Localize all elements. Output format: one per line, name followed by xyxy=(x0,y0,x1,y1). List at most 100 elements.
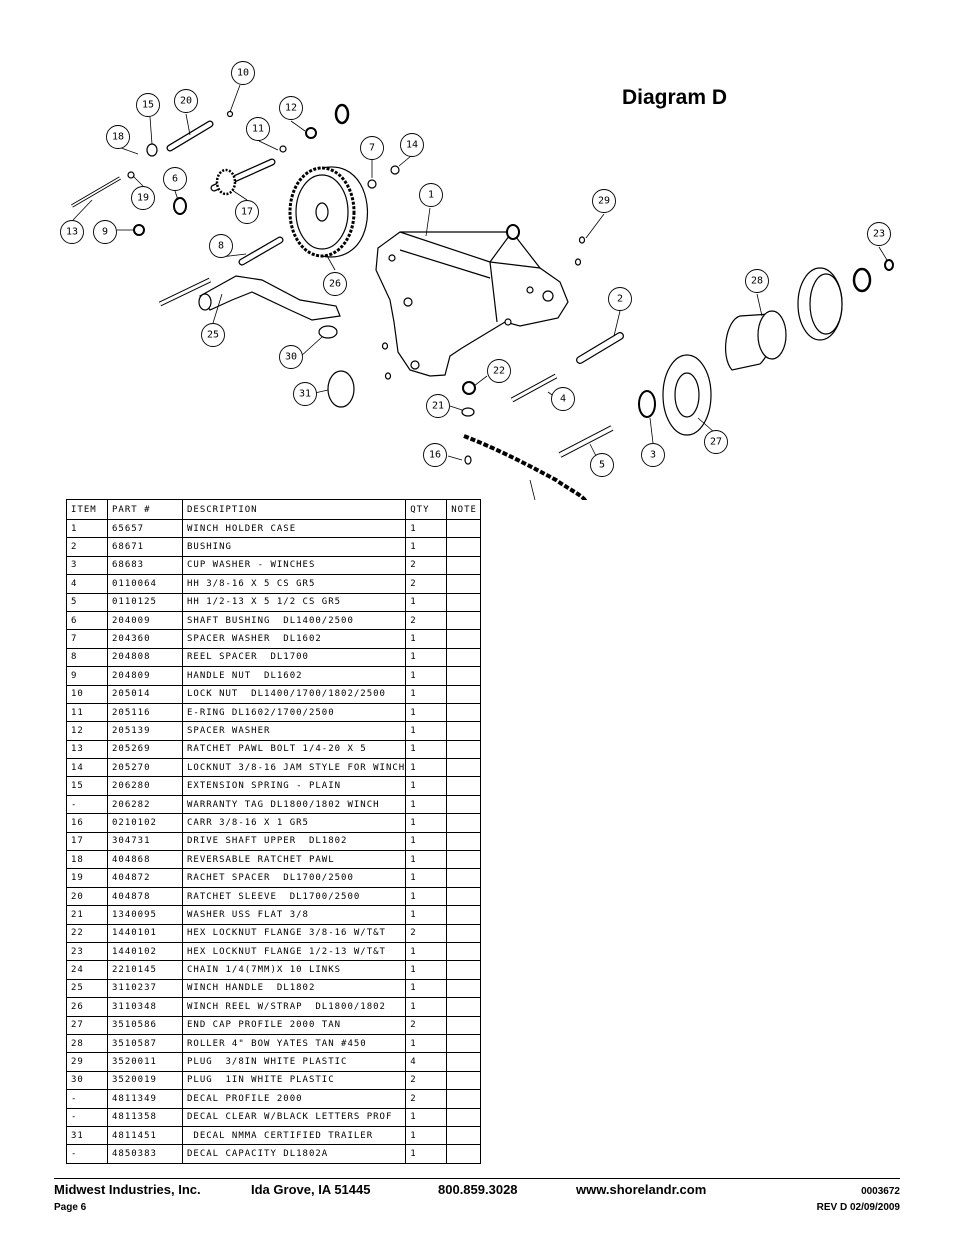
cell-part-number: 204809 xyxy=(107,666,183,686)
cell-qty: 2 xyxy=(405,610,448,631)
header-note: NOTE xyxy=(446,499,482,520)
cell-part-number: 0110064 xyxy=(107,574,183,594)
cell-qty: 1 xyxy=(405,831,448,852)
cell-qty: 2 xyxy=(405,1070,448,1091)
cell-qty: 1 xyxy=(405,886,448,907)
callout-13: 13 xyxy=(66,227,78,238)
cell-note xyxy=(446,1144,482,1164)
cell-part-number: 2210145 xyxy=(107,960,183,980)
cell-item: 6 xyxy=(66,610,108,631)
cell-part-number: 1440102 xyxy=(107,941,183,962)
exploded-parts-diagram: 1 2 3 4 5 6 7 8 9 10 11 12 13 14 15 16 1… xyxy=(60,61,894,500)
cell-item: 19 xyxy=(66,868,108,888)
callout-30: 30 xyxy=(285,352,297,363)
cell-description: WINCH HOLDER CASE xyxy=(181,518,407,539)
cell-qty: 1 xyxy=(405,868,448,888)
callout-10: 10 xyxy=(237,68,249,79)
callout-12: 12 xyxy=(285,103,297,114)
cell-qty: 1 xyxy=(405,537,448,557)
cell-qty: 1 xyxy=(405,850,448,870)
cell-part-number: 3110348 xyxy=(107,997,183,1017)
cell-qty: 1 xyxy=(405,1107,448,1127)
cell-description: EXTENSION SPRING - PLAIN xyxy=(181,776,407,796)
cell-note xyxy=(446,592,482,612)
cell-item: 25 xyxy=(66,978,108,999)
cell-note xyxy=(446,739,482,760)
footer-website[interactable]: www.shorelandr.com xyxy=(576,1182,707,1197)
cell-part-number: 205269 xyxy=(107,739,183,760)
cell-part-number: 4811451 xyxy=(107,1125,183,1146)
cell-part-number: 0110125 xyxy=(107,592,183,612)
cell-description: PLUG 1IN WHITE PLASTIC xyxy=(181,1070,407,1091)
callout-4: 4 xyxy=(560,394,566,405)
cell-item: - xyxy=(66,1089,108,1109)
cell-description: CUP WASHER - WINCHES xyxy=(181,555,407,576)
cell-part-number: 68683 xyxy=(107,555,183,576)
header-description: DESCRIPTION xyxy=(181,499,407,520)
header-item: ITEM xyxy=(66,499,108,520)
callout-14: 14 xyxy=(406,140,418,151)
cell-note xyxy=(446,666,482,686)
cell-note xyxy=(446,1015,482,1035)
cell-description: END CAP PROFILE 2000 TAN xyxy=(181,1015,407,1035)
cell-description: DECAL CLEAR W/BLACK LETTERS PROF xyxy=(181,1107,407,1127)
cell-qty: 1 xyxy=(405,978,448,999)
cell-item: 28 xyxy=(66,1033,108,1054)
cell-part-number: 1440101 xyxy=(107,923,183,943)
cell-item: 3 xyxy=(66,555,108,576)
callout-17: 17 xyxy=(241,207,253,218)
cell-item: 23 xyxy=(66,941,108,962)
cell-qty: 1 xyxy=(405,997,448,1017)
cell-qty: 1 xyxy=(405,518,448,539)
cell-description: HEX LOCKNUT FLANGE 3/8-16 W/T&T xyxy=(181,923,407,943)
cell-note xyxy=(446,997,482,1017)
cell-description: REVERSABLE RATCHET PAWL xyxy=(181,850,407,870)
cell-description: BUSHING xyxy=(181,537,407,557)
callout-3: 3 xyxy=(650,450,656,461)
cell-note xyxy=(446,1052,482,1072)
cell-item: 1 xyxy=(66,518,108,539)
footer-doc-number: 0003672 xyxy=(861,1186,900,1197)
cell-note xyxy=(446,647,482,668)
cell-description: DECAL CAPACITY DL1802A xyxy=(181,1144,407,1164)
cell-qty: 2 xyxy=(405,555,448,576)
callout-11: 11 xyxy=(252,124,264,135)
cell-part-number: 4811349 xyxy=(107,1089,183,1109)
callout-31: 31 xyxy=(299,389,311,400)
cell-qty: 1 xyxy=(405,941,448,962)
cell-note xyxy=(446,978,482,999)
callout-21: 21 xyxy=(432,401,444,412)
cell-description: ROLLER 4" BOW YATES TAN #450 xyxy=(181,1033,407,1054)
cell-item: - xyxy=(66,794,108,815)
cell-item: 21 xyxy=(66,905,108,925)
cell-note xyxy=(446,610,482,631)
cell-note xyxy=(446,702,482,723)
cell-note xyxy=(446,629,482,649)
cell-description: RATCHET SLEEVE DL1700/2500 xyxy=(181,886,407,907)
cell-item: 18 xyxy=(66,850,108,870)
callout-29: 29 xyxy=(598,196,610,207)
cell-note xyxy=(446,850,482,870)
cell-qty: 4 xyxy=(405,1052,448,1072)
